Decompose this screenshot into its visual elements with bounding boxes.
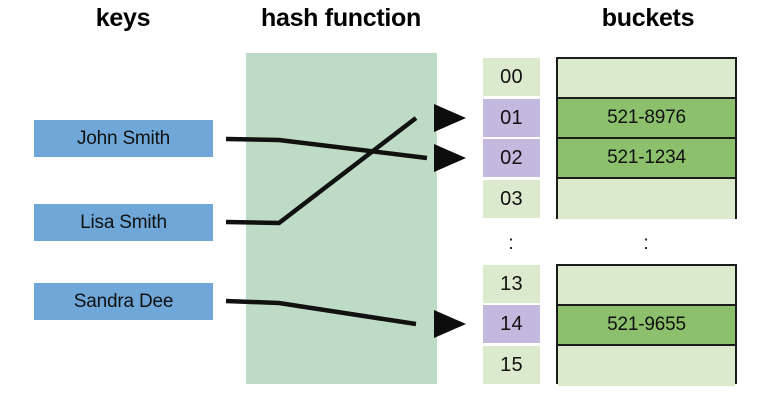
index-label: 03 xyxy=(500,187,523,210)
heading-keys: keys xyxy=(95,4,151,32)
key-label: Lisa Smith xyxy=(80,211,167,233)
index-cell-02[interactable]: 02 xyxy=(483,139,540,177)
key-box-sandra-dee: Sandra Dee xyxy=(34,283,213,320)
bucket-cell-01[interactable]: 521-8976 xyxy=(558,99,735,139)
key-label: John Smith xyxy=(76,127,171,149)
heading-buckets: buckets xyxy=(601,4,695,32)
bucket-cell-03[interactable] xyxy=(558,179,735,219)
index-label: 01 xyxy=(500,106,523,129)
bucket-group-bottom: 521-9655 xyxy=(556,264,737,386)
index-label: 00 xyxy=(500,65,523,88)
index-ellipsis: : xyxy=(508,233,514,254)
bucket-cell-00[interactable] xyxy=(558,59,735,99)
arrowhead-to-slot-02 xyxy=(434,144,466,172)
index-cell-00[interactable]: 00 xyxy=(483,58,540,96)
bucket-cell-13[interactable] xyxy=(558,266,735,306)
index-label: 02 xyxy=(500,146,523,169)
key-box-lisa-smith: Lisa Smith xyxy=(34,204,213,241)
heading-hash-function: hash function xyxy=(261,4,421,32)
bucket-group-top: 521-8976 521-1234 xyxy=(556,57,737,219)
bucket-value: 521-8976 xyxy=(607,107,686,128)
index-cell-15[interactable]: 15 xyxy=(483,346,540,384)
key-box-john-smith: John Smith xyxy=(34,120,213,157)
arrowhead-to-slot-14 xyxy=(434,310,466,338)
index-label: 15 xyxy=(500,353,523,376)
index-label: 14 xyxy=(500,312,523,335)
bucket-value: 521-1234 xyxy=(607,147,686,168)
bucket-cell-02[interactable]: 521-1234 xyxy=(558,139,735,179)
key-label: Sandra Dee xyxy=(73,290,174,312)
bucket-ellipsis: : xyxy=(643,233,649,254)
bucket-value: 521-9655 xyxy=(607,314,686,335)
bucket-cell-14[interactable]: 521-9655 xyxy=(558,306,735,346)
index-cell-03[interactable]: 03 xyxy=(483,180,540,218)
arrowhead-to-slot-01 xyxy=(434,104,466,132)
index-cell-14[interactable]: 14 xyxy=(483,305,540,343)
index-label: 13 xyxy=(500,272,523,295)
hash-function-panel xyxy=(246,53,437,384)
index-cell-13[interactable]: 13 xyxy=(483,265,540,303)
index-cell-01[interactable]: 01 xyxy=(483,99,540,137)
bucket-cell-15[interactable] xyxy=(558,346,735,386)
